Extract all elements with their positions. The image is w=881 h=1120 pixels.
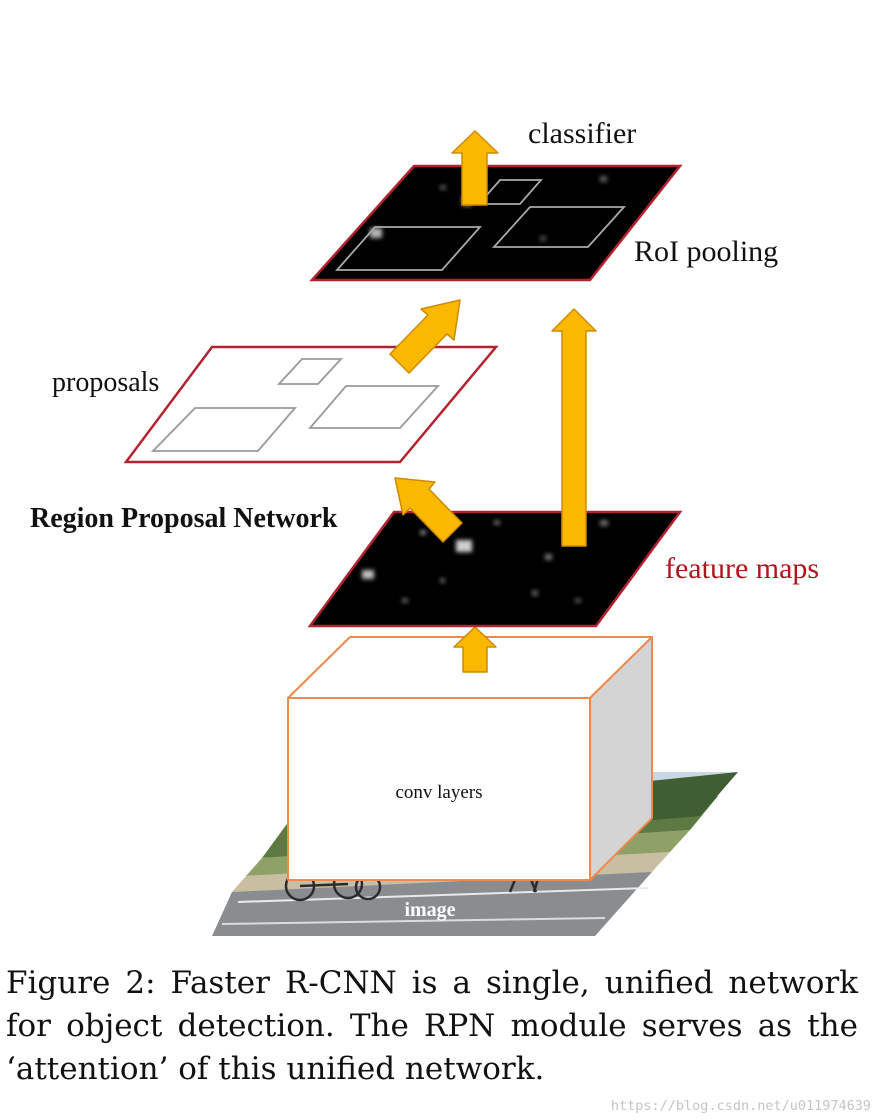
proposals-label: proposals xyxy=(52,367,159,398)
faster-rcnn-diagram: image conv layers feature maps Region Pr… xyxy=(30,117,819,936)
arrow-conv-to-feature xyxy=(453,626,497,673)
feature-maps-label: feature maps xyxy=(665,552,819,585)
arrow-roi-to-classifier xyxy=(451,130,499,206)
conv-layers-label: conv layers xyxy=(395,782,482,803)
proposal-boxes xyxy=(150,358,441,452)
arrow-feature-to-rpn xyxy=(394,477,463,543)
figure-caption: Figure 2: Faster R-CNN is a single, unif… xyxy=(6,965,858,1087)
watermark: https://blog.csdn.net/u011974639 xyxy=(610,1098,871,1114)
roi-pooling-label: RoI pooling xyxy=(634,235,778,268)
roi-pooling-plane xyxy=(309,164,683,282)
image-label: image xyxy=(404,899,455,921)
feature-maps-plane xyxy=(307,510,683,628)
arrow-proposals-to-roi xyxy=(389,299,461,374)
classifier-label: classifier xyxy=(528,117,636,150)
arrow-feature-to-roi xyxy=(551,308,597,547)
conv-layers-box xyxy=(287,636,653,881)
feature-activations xyxy=(362,520,608,603)
rpn-label: Region Proposal Network xyxy=(30,503,338,534)
proposals-plane xyxy=(123,345,499,464)
